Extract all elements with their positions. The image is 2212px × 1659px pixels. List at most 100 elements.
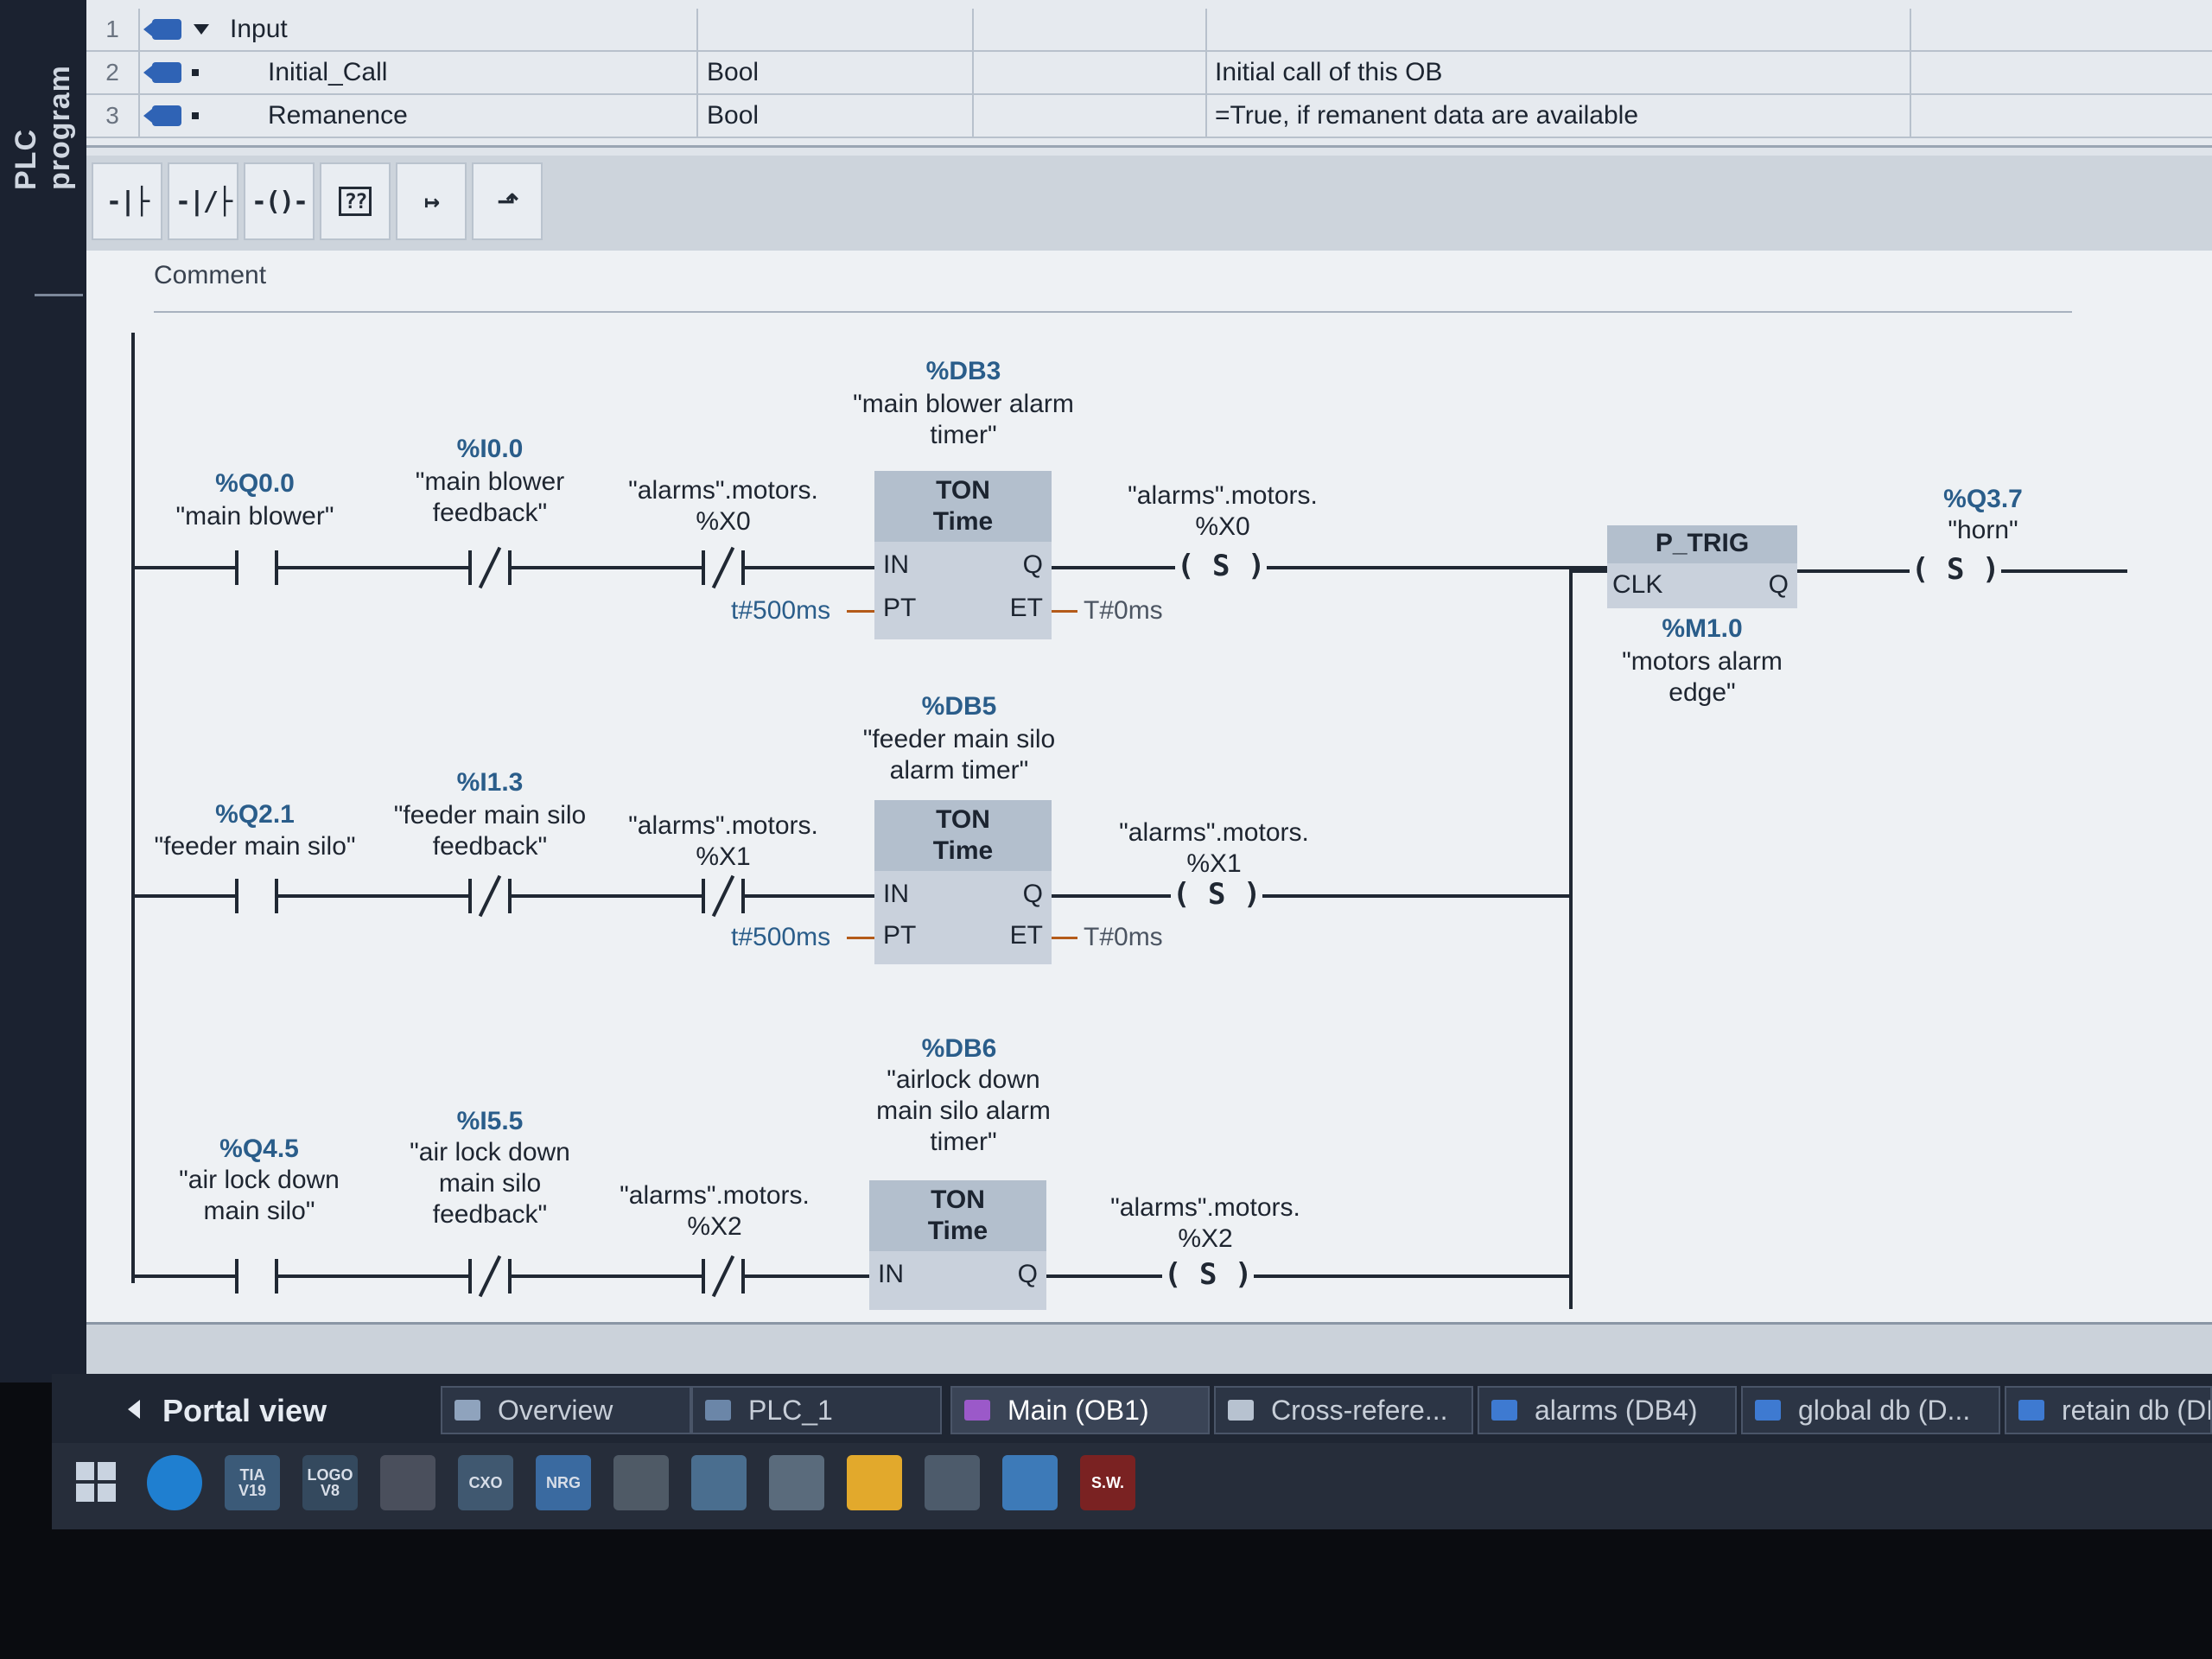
edge-browser-icon[interactable] xyxy=(147,1455,202,1510)
no-contact[interactable] xyxy=(235,879,278,913)
param-type[interactable]: Bool xyxy=(707,95,974,137)
editor-horizontal-scrollbar[interactable] xyxy=(86,1322,2212,1376)
tia-portal-icon[interactable]: TIA V19 xyxy=(225,1455,280,1510)
tia-portal-editor: 1 Input 2 Initial_Call Bool Initial call… xyxy=(86,0,2212,1376)
sidebar-title[interactable]: PLC program xyxy=(10,65,76,190)
param-comment[interactable] xyxy=(1210,9,1911,50)
p-trig-box[interactable]: P_TRIG CLK Q xyxy=(1607,525,1797,608)
editor-tab-bar: Portal view Overview PLC_1 Main (OB1) Cr… xyxy=(52,1374,2212,1443)
set-coil[interactable]: ( S ) xyxy=(1162,1257,1255,1292)
nc-contact-icon: -|/├ xyxy=(175,186,232,217)
ton-timer-box[interactable]: TON Time IN Q xyxy=(869,1180,1046,1310)
nc-contact[interactable] xyxy=(702,546,745,589)
no-contact[interactable] xyxy=(235,550,278,585)
set-coil[interactable]: ( S ) xyxy=(1175,549,1268,583)
db-icon xyxy=(2018,1400,2044,1421)
param-name[interactable]: Input xyxy=(230,9,698,50)
pin-pt: PT xyxy=(883,921,917,950)
app-icon[interactable] xyxy=(380,1455,435,1510)
app-icon[interactable] xyxy=(1002,1455,1058,1510)
tab-cross-reference[interactable]: Cross-refere... xyxy=(1214,1386,1473,1434)
sw-icon[interactable]: S.W. xyxy=(1080,1455,1135,1510)
nc-contact[interactable] xyxy=(468,1255,512,1298)
contact-address: %I5.5 xyxy=(456,1107,524,1135)
empty-box-button[interactable]: ?? xyxy=(320,162,391,240)
ton-timer-box[interactable]: TON Time IN PT Q ET xyxy=(874,471,1052,639)
tab-plc-1[interactable]: PLC_1 xyxy=(691,1386,942,1434)
nc-contact[interactable] xyxy=(702,1255,745,1298)
wire xyxy=(745,566,874,569)
timer-time: Time xyxy=(927,1217,988,1245)
collapse-caret-icon[interactable] xyxy=(194,24,209,35)
param-type[interactable] xyxy=(700,9,974,50)
wire xyxy=(512,1274,702,1278)
logo-soft-icon[interactable]: LOGO V8 xyxy=(302,1455,358,1510)
set-coil[interactable]: ( S ) xyxy=(1171,877,1263,912)
app-icon[interactable] xyxy=(691,1455,747,1510)
param-name[interactable]: Initial_Call xyxy=(268,52,698,93)
interface-row[interactable]: 2 Initial_Call Bool Initial call of this… xyxy=(86,52,2212,95)
instance-db: %DB3 xyxy=(925,357,1001,385)
wire xyxy=(278,566,468,569)
ton-timer-box[interactable]: TON Time IN PT Q ET xyxy=(874,800,1052,964)
row-bullet-icon xyxy=(192,69,199,76)
coil-tag: "alarms".motors. xyxy=(1119,818,1309,847)
et-value[interactable]: T#0ms xyxy=(1084,923,1163,951)
param-comment[interactable]: =True, if remanent data are available xyxy=(1215,95,1911,137)
package-icon[interactable] xyxy=(847,1455,902,1510)
no-contact[interactable] xyxy=(235,1259,278,1294)
contact-tag: "air lock down main silo" xyxy=(179,1166,340,1225)
contact-tag: "feeder main silo" xyxy=(154,832,356,861)
param-default[interactable] xyxy=(976,9,1207,50)
tab-alarms-db4[interactable]: alarms (DB4) xyxy=(1478,1386,1737,1434)
windows-taskbar: TIA V19 LOGO V8 CXO NRG S.W. xyxy=(52,1443,2212,1529)
nrg-icon[interactable]: NRG xyxy=(536,1455,591,1510)
contact-tag: "alarms".motors. xyxy=(628,811,818,840)
pt-value[interactable]: t#500ms xyxy=(731,596,831,625)
network-comment[interactable]: Comment xyxy=(154,261,267,289)
coil-bit: %X0 xyxy=(1195,512,1250,541)
coil-button[interactable]: -()- xyxy=(244,162,315,240)
param-default[interactable] xyxy=(976,95,1207,137)
nc-contact[interactable] xyxy=(468,546,512,589)
param-default[interactable] xyxy=(976,52,1207,93)
no-contact-icon: -|├ xyxy=(105,186,149,217)
param-type[interactable]: Bool xyxy=(707,52,974,93)
open-branch-button[interactable]: ↦ xyxy=(396,162,467,240)
wire xyxy=(135,566,235,569)
param-name[interactable]: Remanence xyxy=(268,95,698,137)
portal-view-button[interactable]: Portal view xyxy=(162,1393,327,1428)
pt-wire xyxy=(847,610,874,613)
pt-value[interactable]: t#500ms xyxy=(731,923,831,951)
param-comment[interactable]: Initial call of this OB xyxy=(1215,52,1911,93)
tab-global-db[interactable]: global db (D... xyxy=(1741,1386,2000,1434)
timer-type: TON xyxy=(936,476,990,505)
interface-row[interactable]: 1 Input xyxy=(86,9,2212,52)
app-icon[interactable] xyxy=(613,1455,669,1510)
tab-overview[interactable]: Overview xyxy=(441,1386,691,1434)
nc-contact[interactable] xyxy=(468,874,512,918)
nc-contact-button[interactable]: -|/├ xyxy=(168,162,238,240)
no-contact-button[interactable]: -|├ xyxy=(92,162,162,240)
coil-icon: -()- xyxy=(251,186,308,217)
tab-retain-db[interactable]: retain db (DB... xyxy=(2005,1386,2212,1434)
left-power-rail xyxy=(131,333,135,1283)
windows-start-icon[interactable] xyxy=(76,1462,116,1502)
tab-main-ob1[interactable]: Main (OB1) xyxy=(950,1386,1210,1434)
comment-underline xyxy=(154,311,2072,313)
contact-address: %Q4.5 xyxy=(219,1135,299,1163)
horn-set-coil[interactable]: ( S ) xyxy=(1910,552,2002,587)
cross-reference-icon xyxy=(1228,1400,1254,1421)
et-value[interactable]: T#0ms xyxy=(1084,596,1163,625)
row-number: 1 xyxy=(86,9,140,50)
instance-db-name: "airlock down main silo alarm timer" xyxy=(876,1065,1051,1156)
cxo-icon[interactable]: CXO xyxy=(458,1455,513,1510)
nc-contact[interactable] xyxy=(702,874,745,918)
pin-q: Q xyxy=(1022,550,1043,579)
app-icon[interactable] xyxy=(769,1455,824,1510)
wire xyxy=(1052,566,1659,569)
app-icon[interactable] xyxy=(925,1455,980,1510)
close-branch-button[interactable]: ⬏ xyxy=(472,162,543,240)
interface-row[interactable]: 3 Remanence Bool =True, if remanent data… xyxy=(86,95,2212,138)
instance-db: %DB5 xyxy=(921,692,997,721)
